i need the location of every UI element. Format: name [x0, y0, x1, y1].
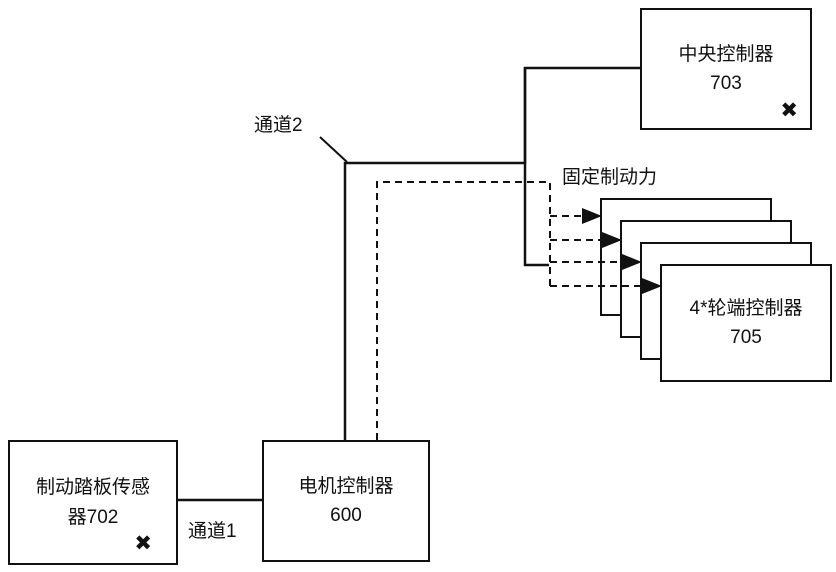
central-controller-name: 中央控制器: [678, 43, 774, 65]
wheel-controller-number: 705: [730, 327, 762, 348]
x-mark-icon: ✖: [780, 99, 798, 122]
channel2-leader-line: [319, 136, 348, 163]
brake-pedal-sensor-name: 制动踏板传感: [35, 477, 150, 499]
motor-controller-name: 电机控制器: [298, 475, 394, 497]
channel2-label: 通道2: [254, 115, 303, 136]
channel2-branch-line: [523, 68, 549, 267]
channel1-label: 通道1: [188, 521, 237, 542]
dashed-trunk-line: [376, 181, 551, 440]
wheel-controller-name: 4*轮端控制器: [689, 297, 803, 319]
fixed-braking-force-label: 固定制动力: [562, 167, 658, 188]
motor-controller-box: 电机控制器 600: [262, 440, 430, 562]
x-mark-icon: ✖: [134, 532, 152, 555]
central-controller-box: 中央控制器 703 ✖: [640, 8, 812, 130]
brake-pedal-sensor-box: 制动踏板传感 器702 ✖: [8, 440, 178, 565]
arrowhead-icon: [582, 208, 602, 224]
brake-pedal-sensor-number: 器702: [67, 506, 119, 528]
wheel-controller-box: 4*轮端控制器 705: [660, 264, 832, 382]
central-controller-number: 703: [710, 73, 742, 94]
channel2-line: [343, 66, 641, 440]
motor-controller-number: 600: [330, 505, 362, 526]
